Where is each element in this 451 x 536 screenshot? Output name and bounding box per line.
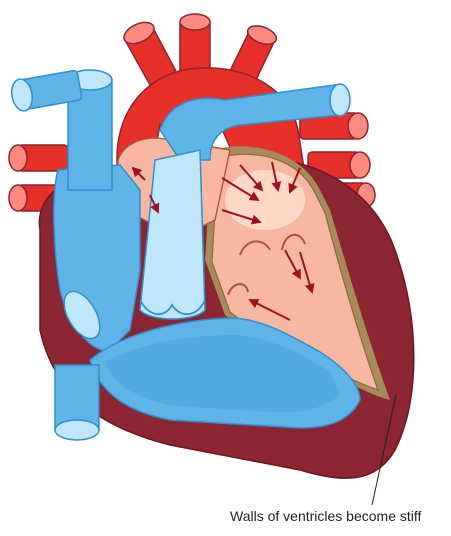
ventricle-wall-caption: Walls of ventricles become stiff	[230, 508, 451, 524]
